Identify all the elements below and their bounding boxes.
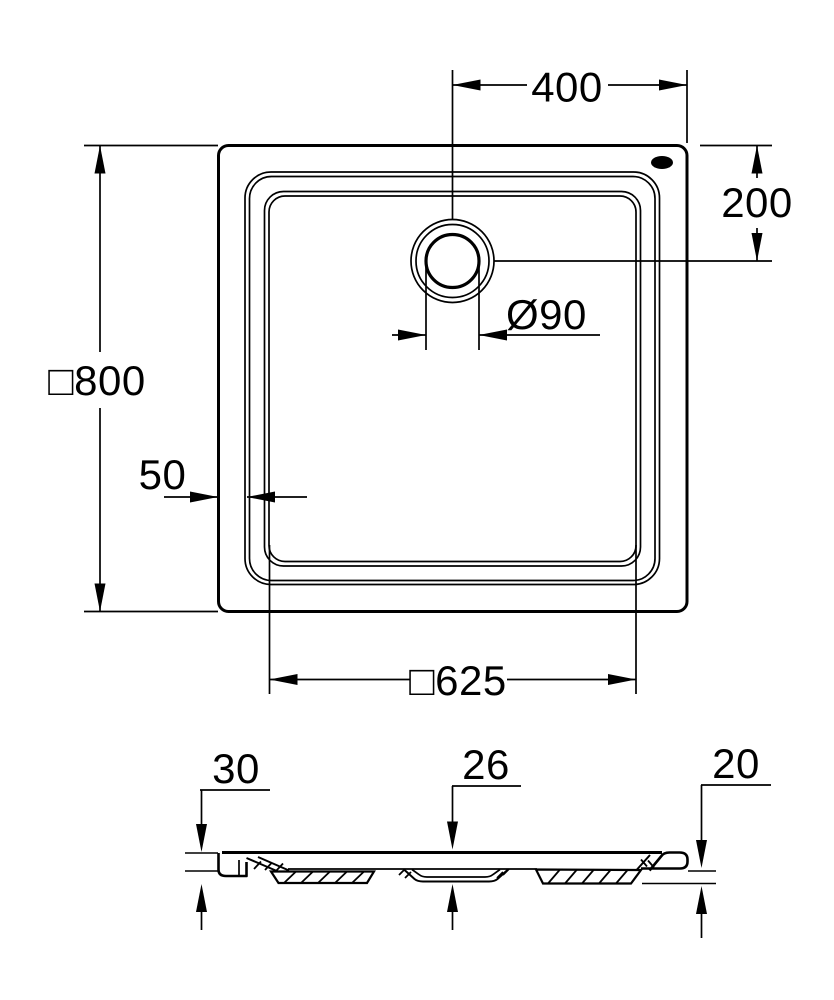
dim-label-800: □800: [48, 357, 145, 404]
tray-basin-line-outer: [263, 190, 642, 567]
arrowhead-up: [196, 884, 207, 912]
dim-label-50: 50: [139, 451, 187, 498]
arrowhead-up: [696, 886, 707, 914]
dim-label-26: 26: [462, 741, 510, 788]
dim-label-625: □625: [409, 657, 506, 704]
dimension-left-total-height: 30: [196, 745, 270, 930]
section-left-pad: [268, 870, 376, 885]
dim-label-200: 200: [721, 179, 793, 226]
dim-label-30: 30: [212, 745, 260, 792]
dim-label-20: 20: [712, 740, 760, 787]
arrowhead-down: [94, 583, 106, 612]
section-left-foot: [217, 853, 248, 878]
drain-ring-middle: [415, 223, 490, 299]
arrowhead-down: [447, 821, 458, 850]
section-drain-sump: [398, 868, 510, 883]
arrowhead-down: [196, 824, 207, 852]
dimension-center-height: 26: [447, 741, 521, 930]
drain: [410, 218, 495, 304]
dimension-right-edge-height: 20: [696, 740, 771, 938]
arrowhead-left: [269, 674, 298, 685]
arrowhead-right: [659, 79, 687, 91]
arrowhead-up: [447, 884, 458, 912]
tray-rim-line-inner: [248, 175, 656, 582]
dimension-outer-square: □800: [48, 144, 218, 613]
section-left-wall: [246, 857, 279, 873]
drain-ring-outer: [410, 218, 495, 304]
section-right-pad: [534, 868, 644, 885]
dim-label-d90: Ø90: [506, 291, 587, 338]
dimension-rim-width: 50: [139, 451, 307, 503]
tray-section-profile: [217, 851, 689, 885]
arrowhead-left: [247, 491, 275, 503]
dimension-drain-offset-x: 400: [451, 64, 688, 220]
dimension-inner-square: □625: [268, 545, 637, 704]
arrowhead-up: [94, 145, 106, 174]
arrowhead-right: [190, 491, 218, 503]
section-view: 30 26 20: [185, 740, 771, 938]
arrowhead-left: [479, 329, 507, 341]
dimension-drain-diameter: Ø90: [392, 261, 600, 350]
top-view: 400 200 Ø90: [48, 64, 793, 705]
arrowhead-down: [751, 233, 763, 261]
arrowhead-right: [398, 329, 426, 341]
arrowhead-right: [608, 674, 636, 685]
section-right-lip: [641, 851, 689, 872]
arrowhead-down: [696, 840, 707, 868]
tray-basin-line-inner: [268, 195, 637, 563]
grohe-logo-mark: [651, 156, 673, 169]
arrowhead-up: [751, 145, 763, 174]
dim-label-400: 400: [531, 64, 603, 111]
dimension-drain-offset-y: 200: [494, 144, 793, 262]
drain-hole: [424, 232, 481, 290]
reference-lines: [185, 852, 716, 885]
arrowhead-left: [452, 79, 481, 91]
